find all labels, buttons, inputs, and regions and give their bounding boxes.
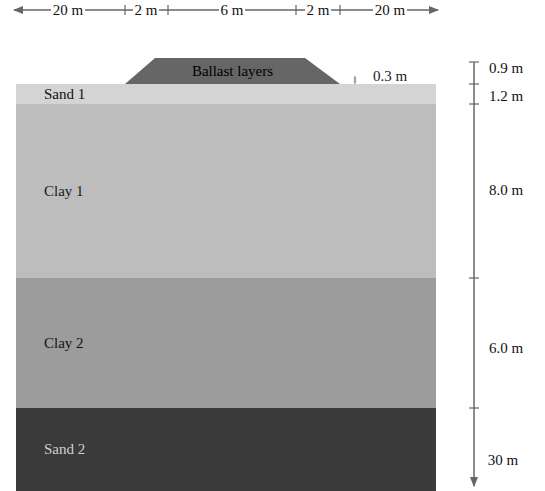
- depth-dimension-label: 8.0 m: [487, 183, 525, 198]
- layer-name: Sand 1: [44, 87, 85, 102]
- layer-name: Clay 2: [44, 336, 84, 351]
- width-dimension-label: 20 m: [373, 3, 407, 18]
- sand-layer: Sand 1: [16, 84, 436, 104]
- layer-name: Sand 2: [44, 442, 85, 457]
- ballast-shape: [125, 58, 340, 84]
- depth-dimension-label: 0.9 m: [487, 61, 525, 76]
- depth-ticks: [469, 62, 479, 408]
- width-dimension-label: 2 m: [305, 3, 332, 18]
- width-dimension-label: 20 m: [51, 3, 85, 18]
- depth-dimension-label: 1.2 m: [487, 89, 525, 104]
- ballast-layer: Ballast layers: [125, 58, 340, 84]
- depth-dimension: [473, 62, 475, 486]
- clay-layer: Clay 1: [16, 104, 436, 278]
- thickness-marker: [355, 76, 356, 84]
- width-dimension-label: 6 m: [219, 3, 246, 18]
- width-dimension-label: 2 m: [133, 3, 160, 18]
- depth-dimension-label: 6.0 m: [487, 341, 525, 356]
- depth-dimension-label: 30 m: [486, 453, 520, 468]
- layer-name: Clay 1: [44, 184, 84, 199]
- layer-name: Ballast layers: [192, 64, 273, 79]
- sand-layer: Sand 2: [16, 408, 436, 491]
- depth-dimension-label: 0.3 m: [371, 69, 409, 84]
- clay-layer: Clay 2: [16, 278, 436, 408]
